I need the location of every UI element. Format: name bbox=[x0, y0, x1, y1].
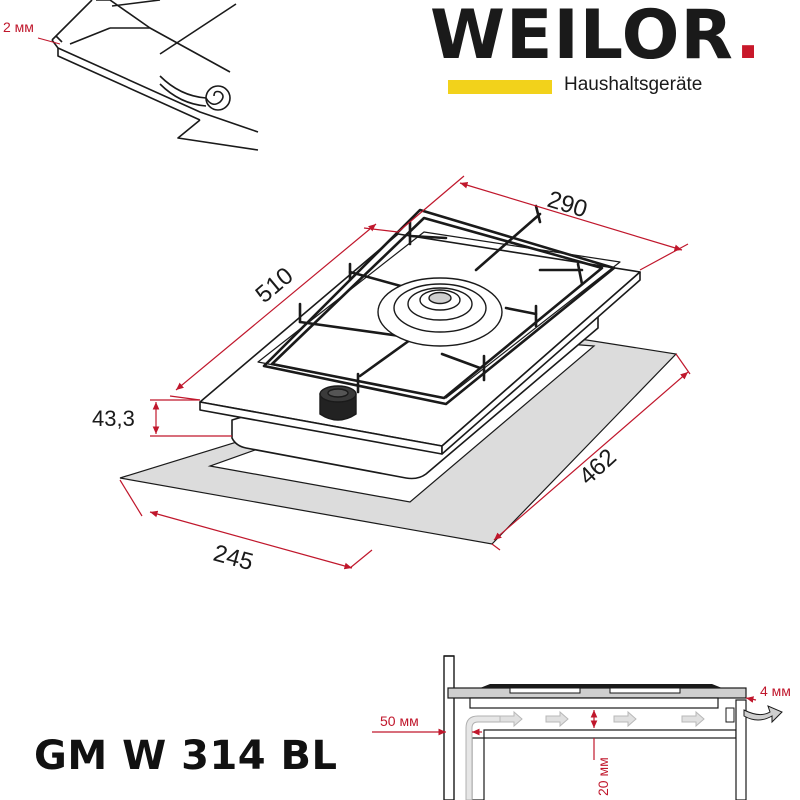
airflow-arrows bbox=[499, 710, 705, 728]
model-name: GM W 314 BL bbox=[34, 733, 338, 779]
brand-logo: WEILOR. bbox=[430, 0, 762, 76]
seal-thickness-label: 2 мм bbox=[3, 19, 34, 35]
control-knob bbox=[319, 385, 357, 421]
seal-detail bbox=[51, 0, 259, 151]
dimension-depth bbox=[397, 175, 689, 271]
brand-name: WEILOR bbox=[430, 0, 736, 75]
brand-accent-bar bbox=[448, 80, 552, 94]
dimension-height-label: 43,3 bbox=[92, 406, 135, 431]
dimension-height bbox=[150, 399, 232, 437]
exhaust-arrow bbox=[743, 705, 783, 724]
dimension-depth-label: 290 bbox=[544, 186, 590, 224]
dimension-rear-gap bbox=[745, 696, 757, 703]
brand-dot: . bbox=[735, 0, 762, 75]
dimension-rear-gap-label: 4 мм bbox=[760, 683, 791, 699]
ventilation-detail bbox=[443, 655, 783, 800]
dimension-bottom-gap-label: 20 мм bbox=[595, 757, 611, 796]
burner bbox=[377, 277, 503, 347]
dimension-cutout-width-label: 245 bbox=[210, 540, 256, 576]
dimension-length bbox=[169, 223, 399, 401]
seal-thickness-leader bbox=[37, 37, 61, 45]
dimension-side-gap-label: 50 мм bbox=[380, 713, 419, 729]
dimension-length-label: 510 bbox=[251, 262, 299, 308]
brand-tagline: Haushaltsgeräte bbox=[564, 74, 703, 95]
dimension-cutout-width bbox=[119, 479, 373, 570]
dimension-cutout-length bbox=[491, 353, 691, 551]
